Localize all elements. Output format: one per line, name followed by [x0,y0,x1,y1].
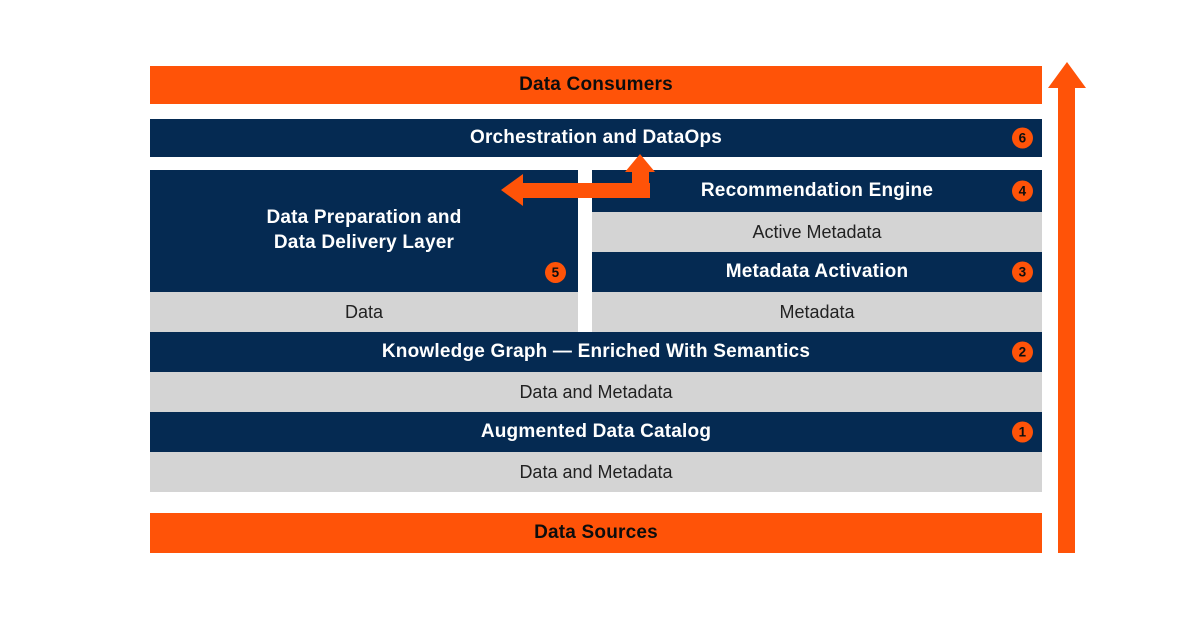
step-badge-1: 1 [1012,421,1033,443]
recommendation-engine-bar: Recommendation Engine 4 [592,170,1042,212]
data-label-bar: Data [150,292,578,332]
augmented-data-catalog-bar: Augmented Data Catalog 1 [150,412,1042,452]
data-label: Data [344,301,384,322]
data-consumers-bar: Data Consumers [150,66,1042,104]
up-arrowhead [1048,62,1086,88]
data-preparation-title-line2: Data Delivery Layer [273,232,455,253]
data-sources-label: Data Sources [534,522,658,543]
bent-arrow-left-head [501,174,523,206]
bent-arrow-horizontal-shaft [520,183,650,198]
bent-arrow-up-head [625,154,655,172]
orchestration-bar: Orchestration and DataOps 6 [150,119,1042,157]
knowledge-graph-label: Knowledge Graph — Enriched With Semantic… [381,341,811,362]
step-badge-4: 4 [1012,180,1033,202]
metadata-activation-label: Metadata Activation [725,261,909,282]
data-consumers-label: Data Consumers [519,74,673,95]
recommendation-engine-label: Recommendation Engine [700,180,934,201]
active-metadata-bar: Active Metadata [592,212,1042,252]
data-and-metadata-label-1: Data and Metadata [519,381,673,402]
orchestration-label: Orchestration and DataOps [469,127,723,148]
data-sources-bar: Data Sources [150,513,1042,553]
metadata-bar: Metadata [592,292,1042,332]
data-and-metadata-bar-1: Data and Metadata [150,372,1042,412]
step-badge-2: 2 [1012,341,1033,363]
metadata-label: Metadata [779,301,855,322]
knowledge-graph-bar: Knowledge Graph — Enriched With Semantic… [150,332,1042,372]
active-metadata-label: Active Metadata [752,221,882,242]
augmented-data-catalog-label: Augmented Data Catalog [480,421,712,442]
metadata-activation-bar: Metadata Activation 3 [592,252,1042,292]
step-badge-5: 5 [545,262,566,283]
step-badge-6: 6 [1012,127,1033,149]
data-preparation-title: Data Preparation and Data Delivery Layer [266,206,461,255]
step-badge-3: 3 [1012,261,1033,283]
data-and-metadata-label-2: Data and Metadata [519,461,673,482]
up-arrow-shaft [1058,86,1075,553]
data-and-metadata-bar-2: Data and Metadata [150,452,1042,492]
data-preparation-title-line1: Data Preparation and [266,207,462,229]
